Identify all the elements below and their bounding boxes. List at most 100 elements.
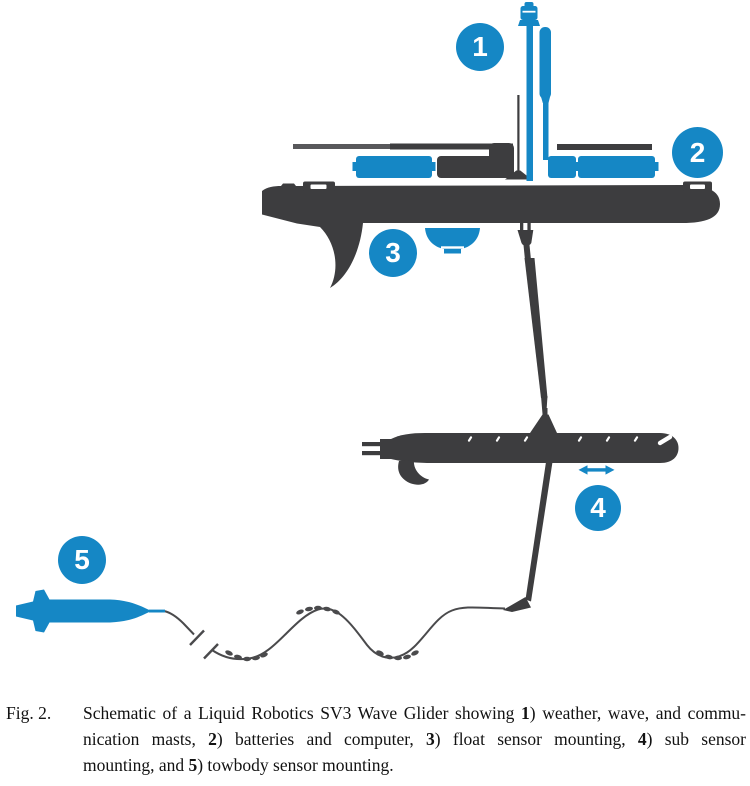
towbody-hull bbox=[16, 589, 152, 633]
tow-cable bbox=[163, 462, 553, 662]
bead bbox=[305, 606, 313, 612]
bead bbox=[323, 606, 331, 612]
shackle-prong bbox=[520, 222, 524, 232]
umbilical-neck bbox=[523, 245, 531, 260]
bead bbox=[243, 656, 251, 662]
battery-box-left bbox=[356, 156, 432, 178]
battery-box-right bbox=[578, 156, 655, 178]
deck-rail-right bbox=[557, 144, 652, 150]
bead bbox=[296, 609, 304, 615]
bead bbox=[234, 654, 242, 660]
sub-sensor-arrow bbox=[578, 465, 615, 475]
cable-break-slash bbox=[189, 629, 205, 646]
callout-number: 1 bbox=[472, 31, 488, 62]
caption-text: Schematic of a Liquid Robotics SV3 Wave … bbox=[83, 703, 521, 723]
caption-text: ) batteries and computer, bbox=[216, 728, 427, 749]
caption-bold-number: 1 bbox=[520, 703, 530, 723]
sub-top-ticks bbox=[467, 436, 639, 442]
caption-bold-number: 5 bbox=[188, 754, 198, 775]
deck-rails bbox=[293, 143, 652, 150]
battery-right-tab bbox=[574, 162, 579, 171]
shackle-prong bbox=[527, 222, 531, 232]
tow-line-segment-a bbox=[163, 610, 195, 636]
bead bbox=[252, 655, 260, 661]
deck-rail-left-light bbox=[293, 144, 392, 149]
whip-antenna-base bbox=[505, 170, 532, 180]
sub-mount-bracket bbox=[530, 414, 557, 433]
arrow-head-right bbox=[605, 465, 615, 475]
mast-base-box bbox=[548, 156, 576, 178]
caption-bold-number: 3 bbox=[426, 728, 435, 749]
arrow-head-left bbox=[578, 465, 588, 475]
whip-antenna bbox=[517, 95, 520, 176]
bead bbox=[403, 654, 411, 660]
sub-tick bbox=[577, 436, 583, 442]
figure-caption: Fig. 2. Schematic of a Liquid Robotics S… bbox=[0, 694, 750, 778]
comms-mast-head bbox=[520, 6, 538, 20]
caption-line-2: nication masts, 2) batteries and compute… bbox=[83, 727, 746, 753]
caption-text: ) weather, wave, and commu- bbox=[529, 703, 747, 723]
caption-text: ) float sensor mounting, bbox=[434, 728, 638, 749]
callout-1-masts: 1 bbox=[456, 23, 504, 71]
sub-tick bbox=[495, 436, 501, 442]
float-handle-right-hole bbox=[690, 184, 705, 189]
callout-3-float-sensor: 3 bbox=[369, 229, 417, 277]
sub-tick bbox=[523, 436, 529, 442]
callout-number: 3 bbox=[385, 237, 401, 268]
float bbox=[262, 181, 720, 288]
sensor-mast-stem bbox=[543, 100, 549, 160]
masts bbox=[505, 2, 551, 181]
callout-5-towbody-sensor: 5 bbox=[58, 536, 106, 584]
tow-cable-thick bbox=[525, 462, 553, 602]
bead bbox=[376, 650, 384, 656]
sub bbox=[362, 433, 679, 485]
sub-end-slot bbox=[657, 434, 673, 446]
cable-break-slash bbox=[203, 643, 219, 660]
callout-4-sub-sensor: 4 bbox=[575, 485, 621, 531]
bead bbox=[385, 654, 393, 660]
caption-text: mounting, and bbox=[83, 754, 189, 775]
payload-boxes bbox=[352, 143, 659, 178]
sub-fork-block bbox=[380, 439, 392, 459]
umbilical-nub bbox=[542, 408, 548, 417]
schematic-svg bbox=[16, 2, 720, 662]
tow-line-wave bbox=[211, 606, 506, 661]
umbilical-tether bbox=[517, 222, 557, 433]
bead bbox=[411, 650, 419, 656]
towbody bbox=[16, 589, 165, 633]
sub-fork-upper bbox=[362, 442, 384, 447]
umbilical-cable bbox=[524, 258, 548, 398]
sensor-mast-head bbox=[539, 27, 551, 99]
wave-glider-schematic-figure: 1 2 3 4 5 bbox=[16, 2, 723, 662]
caption-line-1: Schematic of a Liquid Robotics SV3 Wave … bbox=[83, 701, 746, 727]
sensor-bowl bbox=[425, 228, 480, 254]
callout-number: 2 bbox=[689, 136, 706, 168]
sub-body bbox=[391, 433, 679, 463]
caption-text: ) towbody sensor mounting. bbox=[197, 754, 394, 775]
sub-tick bbox=[633, 436, 639, 442]
deck-rail-left-dark bbox=[390, 143, 513, 150]
float-handle-left-hole bbox=[310, 184, 327, 189]
sub-tick bbox=[605, 436, 611, 442]
comms-mast-head-slit bbox=[522, 10, 536, 13]
tow-cable-ferrule bbox=[503, 597, 531, 612]
bead bbox=[394, 655, 402, 661]
arrow-shaft bbox=[585, 468, 609, 472]
caption-body: Schematic of a Liquid Robotics SV3 Wave … bbox=[83, 701, 746, 778]
callout-2-batteries-computer: 2 bbox=[672, 127, 723, 178]
caption-text: ) sub sensor bbox=[646, 728, 747, 749]
tow-line-beads bbox=[225, 605, 419, 662]
comms-mast-flange bbox=[518, 20, 540, 26]
bead bbox=[332, 609, 340, 615]
sub-tick bbox=[467, 436, 473, 442]
figure-label: Fig. 2. bbox=[6, 703, 52, 723]
callout-number: 5 bbox=[74, 544, 90, 575]
battery-right-tab bbox=[654, 162, 659, 171]
shackle-body bbox=[517, 230, 534, 246]
battery-left-tab bbox=[431, 162, 436, 171]
caption-bold-number: 4 bbox=[637, 728, 647, 749]
sub-fork-lower bbox=[362, 451, 384, 456]
towbody-tail-line bbox=[149, 609, 165, 613]
callout-number: 4 bbox=[590, 492, 606, 523]
bead bbox=[314, 605, 322, 611]
